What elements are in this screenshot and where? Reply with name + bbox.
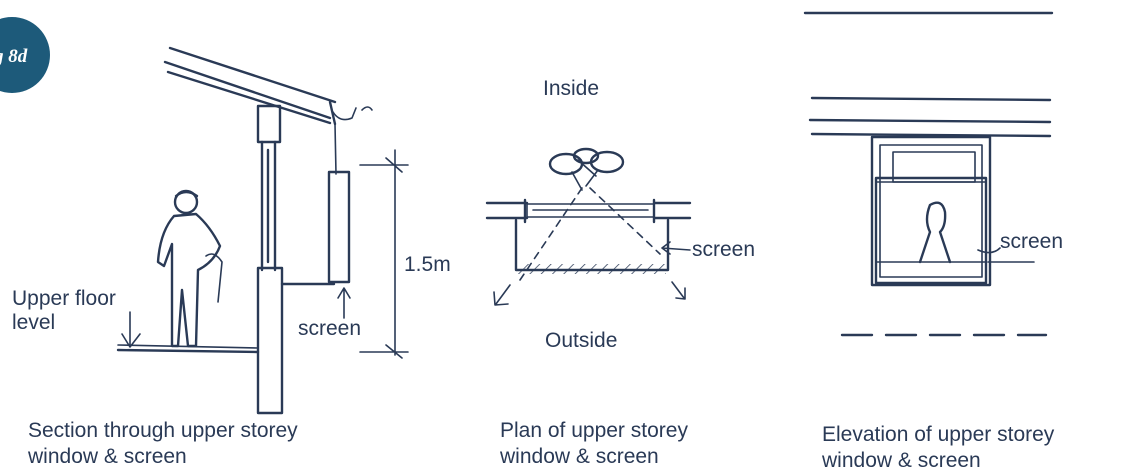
figure-badge: g 8d	[0, 17, 50, 93]
plan-window	[526, 203, 655, 218]
elevation-person	[918, 201, 952, 264]
elevation-screen-label: screen	[1000, 230, 1063, 253]
elevation-screen	[874, 176, 988, 285]
plan-outside-label: Outside	[545, 329, 617, 352]
elevation-caption-2: window & screen	[821, 449, 981, 472]
section-caption-1: Section through upper storey	[28, 419, 298, 442]
section-floor-label-2: level	[12, 311, 55, 334]
elevation-eave	[808, 96, 1052, 138]
section-drawing: 1.5m screen Upper floor level Section th…	[12, 46, 451, 468]
plan-fan-symbol	[548, 147, 625, 191]
plan-caption-1: Plan of upper storey	[500, 419, 688, 442]
section-caption-2: window & screen	[27, 445, 187, 468]
plan-arrow-right	[671, 281, 686, 300]
plan-screen	[518, 264, 666, 274]
section-screen-label: screen	[298, 317, 361, 340]
section-roof	[163, 46, 337, 126]
elevation-screen-arrow	[977, 247, 1035, 263]
section-window	[260, 140, 277, 272]
section-screen-arrow	[337, 287, 351, 319]
plan-drawing: Inside screen Outside Plan of upper stor…	[485, 77, 755, 468]
section-screen	[327, 170, 351, 284]
section-floor-arrow	[121, 311, 141, 348]
section-gutter	[332, 106, 373, 121]
plan-wall	[485, 201, 692, 220]
elevation-window-frame	[870, 135, 992, 287]
plan-screen-box	[514, 218, 670, 272]
section-screen-rod	[334, 123, 337, 175]
badge-label: g 8d	[0, 46, 28, 67]
plan-arrow-left	[493, 284, 511, 306]
badge-circle	[0, 17, 50, 93]
section-floor-line	[116, 348, 260, 354]
elevation-drawing: screen Elevation of upper storey window …	[803, 11, 1063, 472]
plan-caption-2: window & screen	[499, 445, 659, 468]
section-dimension-line	[359, 149, 409, 359]
plan-screen-arrow	[661, 241, 691, 255]
plan-inside-label: Inside	[543, 77, 599, 100]
section-height-label: 1.5m	[404, 253, 451, 276]
section-lower-wall	[256, 266, 284, 415]
section-floor-label-1: Upper floor	[12, 287, 116, 310]
section-top-plate	[256, 104, 282, 144]
plan-screen-label: screen	[692, 238, 755, 261]
section-person-figure	[156, 189, 223, 348]
elevation-caption-1: Elevation of upper storey	[822, 423, 1055, 446]
